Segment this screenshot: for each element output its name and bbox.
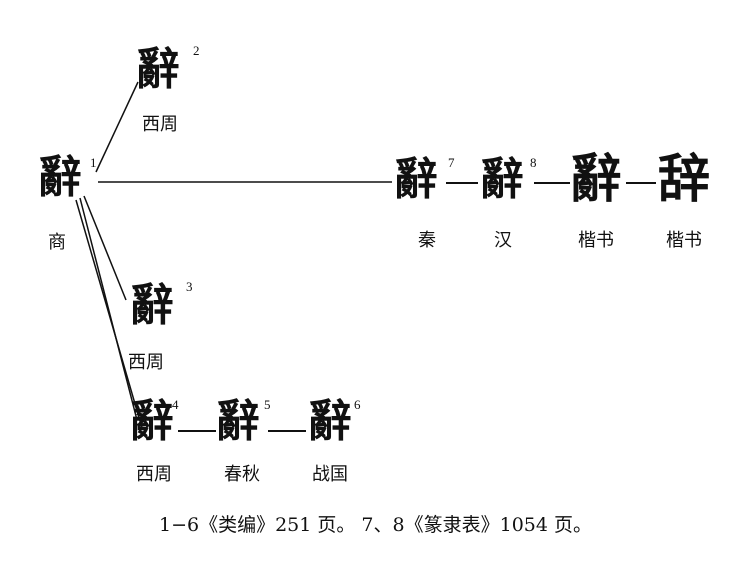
period-label-form-6: 战国 <box>312 464 348 485</box>
line-to-form-2 <box>95 81 139 173</box>
period-label-form-9: 楷书 <box>578 230 614 251</box>
line-to-form-4a <box>79 197 138 421</box>
number-form-2: 2 <box>193 43 200 58</box>
number-form-6: 6 <box>354 397 361 412</box>
dash-7-8 <box>446 182 478 184</box>
period-label-form-3: 西周 <box>128 352 164 373</box>
glyph-form-10: 辞 <box>658 149 711 210</box>
glyph-form-5: 辭 <box>216 396 260 447</box>
period-label-form-1: 商 <box>48 232 66 253</box>
glyph-form-3: 辭 <box>130 280 174 331</box>
number-form-7: 7 <box>448 155 455 170</box>
number-form-3: 3 <box>186 279 193 294</box>
dash-8-9 <box>534 182 570 184</box>
glyph-form-6: 辭 <box>308 396 352 447</box>
number-form-8: 8 <box>530 155 537 170</box>
glyph-form-4: 辭 <box>130 396 174 447</box>
number-form-4: 4 <box>172 397 179 412</box>
line-to-form-3 <box>83 195 127 301</box>
glyph-form-9: 辭 <box>570 149 623 210</box>
glyph-form-2: 辭 <box>136 44 180 95</box>
period-label-form-8: 汉 <box>494 230 512 251</box>
period-label-form-2: 西周 <box>142 114 178 135</box>
number-form-1: 1 <box>90 155 97 170</box>
glyph-form-1: 辭 <box>38 152 82 203</box>
dash-9-10 <box>626 182 656 184</box>
glyph-form-7: 辭 <box>394 154 438 205</box>
glyph-form-8: 辭 <box>480 154 524 205</box>
period-label-form-4: 西周 <box>136 464 172 485</box>
period-label-form-7: 秦 <box>418 230 436 251</box>
number-form-5: 5 <box>264 397 271 412</box>
source-caption: 1−6《类编》251 页。 7、8《篆隶表》1054 页。 <box>158 514 592 536</box>
period-label-form-5: 春秋 <box>224 464 260 485</box>
dash-4-5 <box>178 430 216 432</box>
period-label-form-10: 楷书 <box>666 230 702 251</box>
line-to-form-4b <box>75 199 143 429</box>
dash-5-6 <box>268 430 306 432</box>
